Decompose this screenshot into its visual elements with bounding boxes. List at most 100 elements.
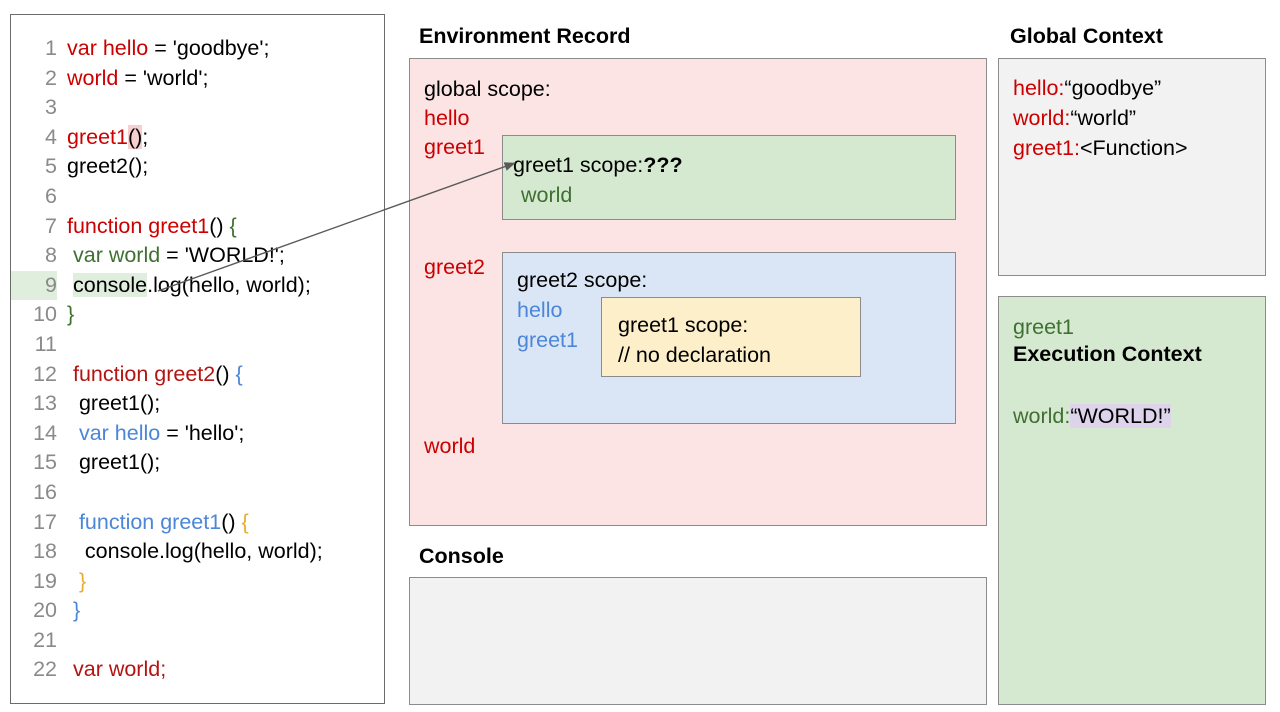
execution-context-heading: Execution Context bbox=[1013, 342, 1202, 366]
code-token: = 'goodbye'; bbox=[148, 36, 270, 60]
code-line-text: } bbox=[57, 300, 74, 330]
code-token: () bbox=[221, 509, 242, 534]
code-line-text: greet2(); bbox=[57, 152, 148, 182]
code-line-number: 9 bbox=[11, 270, 57, 301]
code-token: ; bbox=[160, 657, 167, 682]
greet2-scope-binding-hello: hello bbox=[517, 298, 563, 322]
code-line-number: 15 bbox=[33, 450, 57, 475]
code-line-text: function greet2() { bbox=[57, 360, 243, 390]
global-context-row: hello:“goodbye” bbox=[1013, 76, 1161, 101]
execution-context-function-name: greet1 bbox=[1013, 315, 1074, 339]
code-line-number: 11 bbox=[34, 331, 57, 356]
global-context-value: “goodbye” bbox=[1064, 76, 1162, 100]
code-token: .log(hello, world); bbox=[147, 272, 311, 297]
code-token bbox=[67, 421, 79, 445]
console-output-box[interactable] bbox=[409, 577, 987, 705]
code-line-number: 4 bbox=[45, 124, 57, 149]
environment-record-box: global scope: hello greet1 greet2 world … bbox=[409, 58, 987, 526]
code-line-text: greet1(); bbox=[57, 389, 160, 419]
code-token: console.log(hello, world); bbox=[67, 539, 323, 564]
execution-context-row: world:“WORLD!” bbox=[1013, 404, 1171, 429]
code-line-text: function greet1() { bbox=[57, 508, 249, 538]
code-token: var hello bbox=[67, 36, 149, 60]
code-line-number: 6 bbox=[45, 183, 57, 208]
code-token: () bbox=[215, 361, 236, 386]
code-line-number: 22 bbox=[33, 657, 57, 682]
global-binding-hello: hello bbox=[424, 106, 470, 130]
code-token: { bbox=[235, 361, 243, 386]
code-line-number: 12 bbox=[33, 361, 57, 386]
global-context-value: <Function> bbox=[1079, 136, 1188, 160]
code-line-text: function greet1() { bbox=[57, 212, 237, 242]
code-line: 10} bbox=[11, 300, 384, 330]
code-token: { bbox=[241, 509, 249, 534]
global-context-value: “world” bbox=[1070, 106, 1137, 130]
code-token: world bbox=[67, 65, 119, 90]
code-line-number: 18 bbox=[33, 539, 57, 564]
code-token: var world bbox=[72, 657, 161, 682]
global-context-key: greet1: bbox=[1013, 136, 1080, 160]
code-token bbox=[67, 569, 79, 593]
code-line: 11 bbox=[11, 330, 384, 360]
code-token: = 'hello'; bbox=[160, 420, 245, 445]
execution-context-key: world: bbox=[1013, 404, 1071, 428]
code-line: 16 bbox=[11, 478, 384, 508]
code-token: function greet1 bbox=[78, 509, 222, 534]
code-line: 14 var hello = 'hello'; bbox=[11, 419, 384, 449]
greet1-scope-title-text: greet1 scope: bbox=[513, 153, 644, 177]
code-line-text: var hello = 'goodbye'; bbox=[57, 34, 269, 64]
code-line: 18 console.log(hello, world); bbox=[11, 537, 384, 567]
global-binding-greet1: greet1 bbox=[424, 135, 485, 159]
global-context-key: hello: bbox=[1013, 76, 1065, 100]
code-token bbox=[67, 510, 79, 534]
code-line-text: console.log(hello, world); bbox=[57, 271, 311, 301]
code-line-number: 16 bbox=[33, 479, 57, 504]
code-token: } bbox=[67, 302, 75, 327]
code-token: function greet1 bbox=[67, 213, 210, 238]
code-line-text: console.log(hello, world); bbox=[57, 537, 323, 567]
global-scope-label: global scope: bbox=[424, 77, 551, 101]
code-token: } bbox=[78, 568, 87, 593]
execution-context-value: “WORLD!” bbox=[1070, 404, 1171, 428]
greet1-scope-title: greet1 scope:??? bbox=[513, 150, 683, 180]
global-context-row: world:“world” bbox=[1013, 106, 1136, 131]
code-line-text: } bbox=[57, 596, 80, 626]
code-token: = 'world'; bbox=[118, 65, 209, 90]
global-context-row: greet1:<Function> bbox=[1013, 136, 1188, 161]
code-line-text: greet1(); bbox=[57, 123, 148, 153]
code-line: 20 } bbox=[11, 596, 384, 626]
code-line: 9 console.log(hello, world); bbox=[11, 270, 384, 301]
code-line-text: world = 'world'; bbox=[57, 64, 208, 94]
greet2-scope-title: greet2 scope: bbox=[517, 268, 648, 292]
code-line: 19 } bbox=[11, 567, 384, 597]
greet1-execution-context-box: greet1 Execution Context world:“WORLD!” bbox=[998, 296, 1266, 705]
code-line-number: 13 bbox=[33, 391, 57, 416]
code-token: greet1 bbox=[67, 124, 128, 149]
console-heading: Console bbox=[419, 544, 504, 568]
code-line: 6 bbox=[11, 182, 384, 212]
global-context-key: world: bbox=[1013, 106, 1071, 130]
code-line-number: 10 bbox=[33, 302, 57, 327]
greet2-scope-binding-greet1: greet1 bbox=[517, 328, 578, 352]
code-line: 15 greet1(); bbox=[11, 448, 384, 478]
code-line-number: 21 bbox=[33, 627, 57, 652]
code-token: greet1(); bbox=[67, 450, 161, 475]
code-token: console bbox=[72, 272, 148, 297]
code-line: 8 var world = 'WORLD!'; bbox=[11, 241, 384, 271]
code-line-text: } bbox=[57, 567, 86, 597]
code-token: function greet2 bbox=[72, 361, 216, 386]
greet2-scope-box: greet2 scope: hello greet1 greet1 scope:… bbox=[502, 252, 956, 424]
code-token: = 'WORLD!'; bbox=[160, 243, 285, 268]
inner-greet1-scope-title: greet1 scope: bbox=[618, 313, 749, 337]
code-token: } bbox=[72, 598, 81, 623]
code-token: var world bbox=[72, 243, 161, 268]
code-line: 3 bbox=[11, 93, 384, 123]
code-line-number: 8 bbox=[45, 243, 57, 268]
code-line-number: 2 bbox=[45, 65, 57, 90]
code-token: { bbox=[229, 213, 237, 238]
code-line: 17 function greet1() { bbox=[11, 508, 384, 538]
greet1-scope-unknown-marker: ??? bbox=[643, 153, 683, 177]
